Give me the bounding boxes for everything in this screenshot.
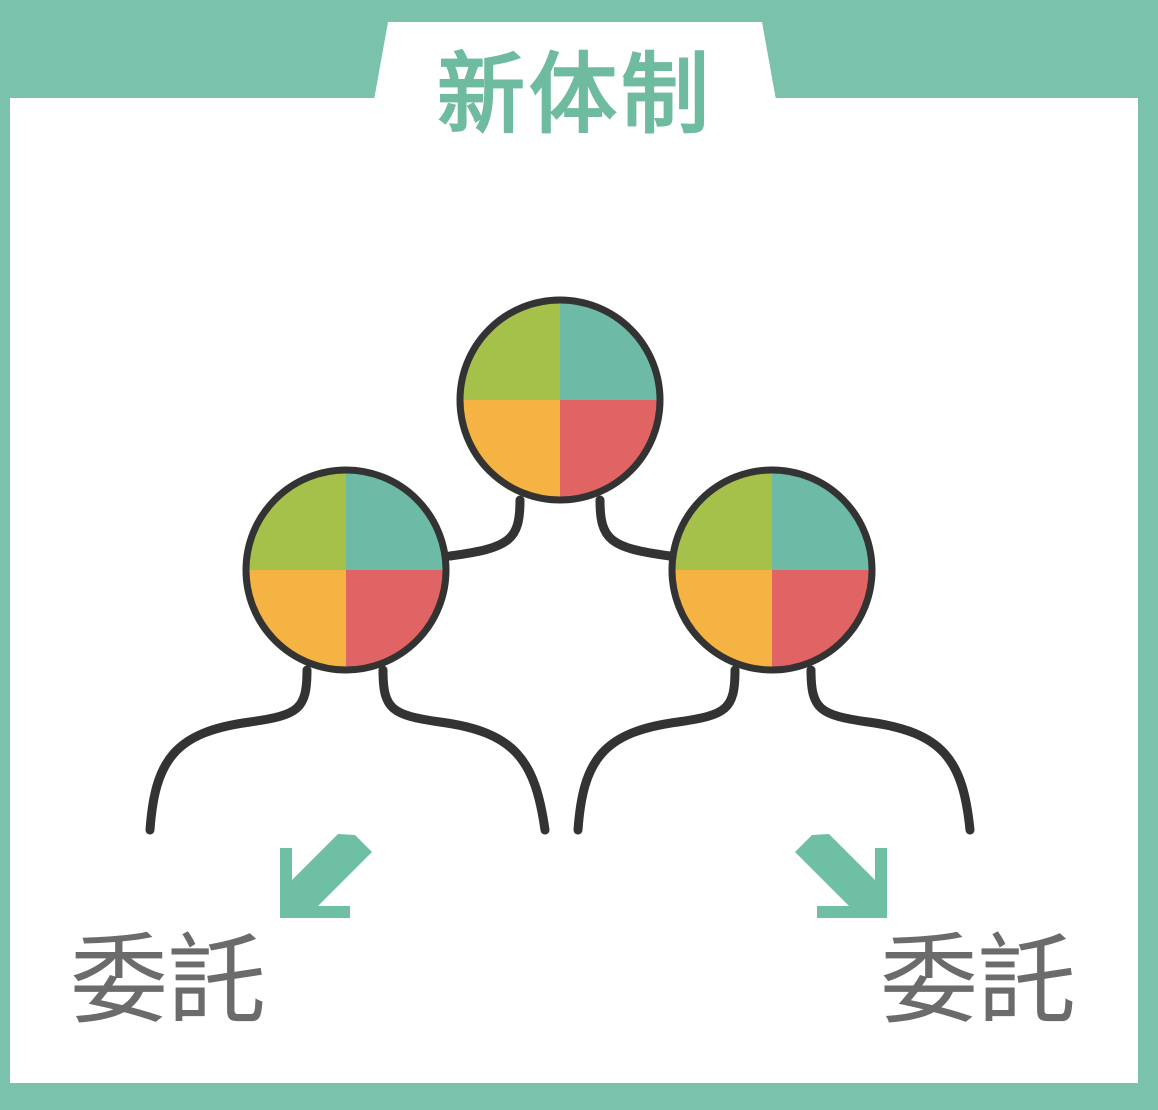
label-right: 委託 xyxy=(880,924,1077,1038)
arrow-left-icon xyxy=(280,834,372,918)
top-person-head xyxy=(456,296,664,504)
left-person-head xyxy=(242,466,450,674)
right-person-head xyxy=(668,466,876,674)
title-heading: 新体制 xyxy=(436,42,713,146)
right-person xyxy=(573,466,975,835)
label-left: 委託 xyxy=(70,924,267,1038)
left-person-body xyxy=(145,665,550,835)
top-person xyxy=(445,296,675,561)
top-person-neck xyxy=(445,495,675,561)
arrow-right-icon xyxy=(795,834,887,918)
right-person-body xyxy=(573,665,975,835)
